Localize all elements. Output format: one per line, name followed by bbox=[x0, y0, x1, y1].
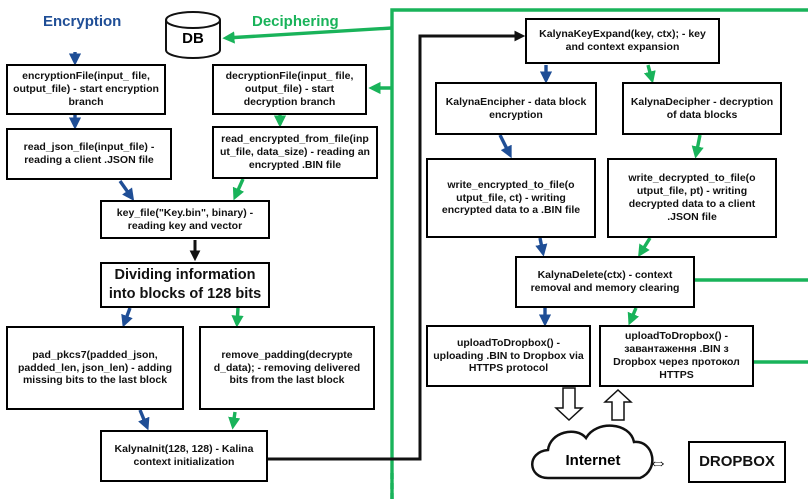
hollow-up-arrow bbox=[603, 388, 633, 421]
kalyna-delete-node: KalynaDelete(ctx) - context removal and … bbox=[515, 256, 695, 308]
read-json-node: read_json_file(input_file) - reading a c… bbox=[6, 128, 172, 180]
kalyna-encipher-node: KalynaEncipher - data block encryption bbox=[435, 82, 597, 135]
kalyna-init-node: KalynaInit(128, 128) - Kalina context in… bbox=[100, 430, 268, 482]
pad-pkcs7-node: pad_pkcs7(padded_json, padded_len, json_… bbox=[6, 326, 184, 410]
double-arrow-icon: ⇔ bbox=[648, 452, 668, 474]
flow-arrows bbox=[189, 30, 526, 461]
kalyna-key-expand-node: KalynaKeyExpand(key, ctx); - key and con… bbox=[525, 18, 720, 64]
upload-encrypted-node: uploadToDropbox() - uploading .BIN to Dr… bbox=[426, 325, 591, 387]
internet-label: Internet bbox=[565, 452, 621, 469]
dividing-blocks-node: Dividing information into blocks of 128 … bbox=[100, 262, 270, 308]
key-file-node: key_file("Key.bin", binary) - reading ke… bbox=[100, 200, 270, 239]
decryption-file-node: decryptionFile(input_ file, output_file)… bbox=[212, 64, 367, 115]
upload-decrypted-node: uploadToDropbox() - завантаження .BIN з … bbox=[599, 325, 754, 387]
write-encrypted-node: write_encrypted_to_file(o utput_file, ct… bbox=[426, 158, 596, 238]
encryption-arrows bbox=[68, 52, 553, 431]
encryption-header: Encryption bbox=[43, 13, 122, 30]
remove-padding-node: remove_padding(decrypte d_data); - remov… bbox=[199, 326, 375, 410]
dropbox-node: DROPBOX bbox=[688, 441, 786, 483]
db-label: DB bbox=[182, 30, 204, 47]
kalyna-decipher-node: KalynaDecipher - decryption of data bloc… bbox=[622, 82, 782, 135]
hollow-down-arrow bbox=[554, 387, 584, 422]
write-decrypted-node: write_decrypted_to_file(o utput_file, pt… bbox=[607, 158, 777, 238]
deciphering-header: Deciphering bbox=[252, 13, 339, 30]
db-cylinder bbox=[165, 11, 221, 59]
internet-cloud bbox=[531, 424, 654, 480]
read-encrypted-node: read_encrypted_from_file(inp ut_file, da… bbox=[212, 126, 378, 179]
decryption-arrows bbox=[222, 8, 808, 499]
encryption-file-node: encryptionFile(input_ file, output_file)… bbox=[6, 64, 166, 115]
